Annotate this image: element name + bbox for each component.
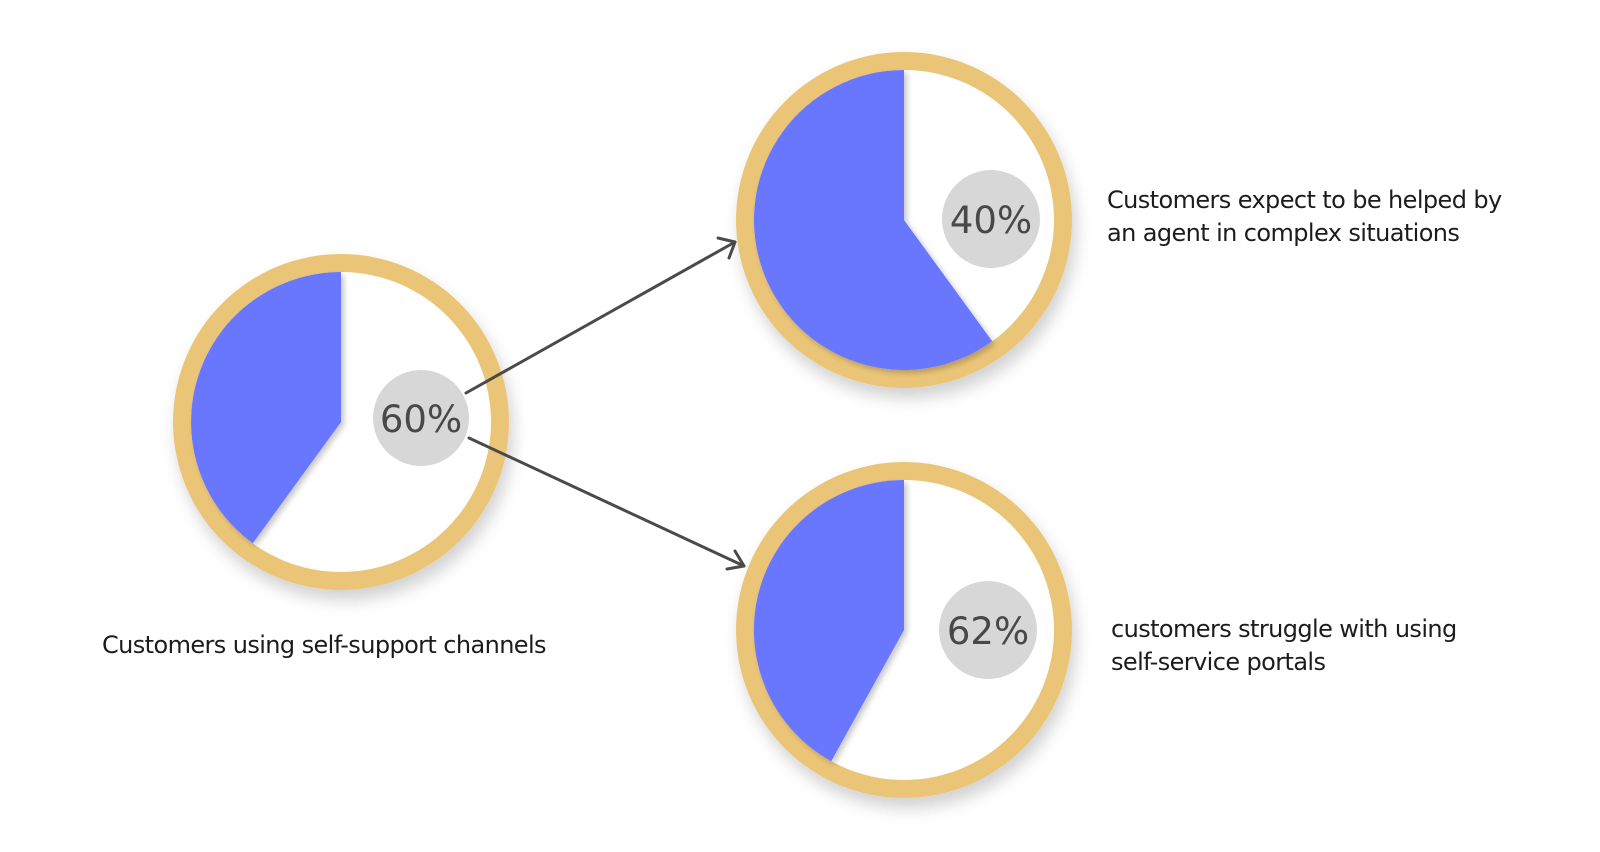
caption-line: Customers expect to be helped by bbox=[1107, 186, 1502, 214]
caption-line: customers struggle with using bbox=[1111, 615, 1457, 643]
value-badge-text: 40% bbox=[950, 199, 1032, 242]
pie-top: 40% bbox=[736, 52, 1072, 388]
arrow-to-bottom bbox=[467, 436, 746, 571]
value-badge-text: 62% bbox=[947, 610, 1029, 653]
caption-line: an agent in complex situations bbox=[1107, 219, 1460, 247]
value-badge-text: 60% bbox=[380, 398, 462, 441]
caption-line: self-service portals bbox=[1111, 648, 1326, 676]
value-badge bbox=[939, 581, 1037, 679]
caption-bottom: customers struggle with using self-servi… bbox=[1111, 613, 1457, 679]
arrowhead-icon bbox=[725, 549, 746, 571]
value-badge bbox=[373, 370, 469, 466]
arrow-to-top bbox=[464, 236, 737, 395]
pie-slice-blue bbox=[753, 479, 904, 762]
pie-bottom: 62% bbox=[736, 462, 1072, 798]
pie-source: 60% bbox=[173, 254, 509, 590]
arrowhead-icon bbox=[716, 236, 737, 260]
pie-slice-blue bbox=[191, 272, 341, 544]
caption-source: Customers using self-support channels bbox=[102, 631, 547, 659]
pie-slice-blue bbox=[753, 69, 993, 370]
caption-top: Customers expect to be helped by an agen… bbox=[1107, 184, 1502, 250]
value-badge bbox=[942, 170, 1040, 268]
